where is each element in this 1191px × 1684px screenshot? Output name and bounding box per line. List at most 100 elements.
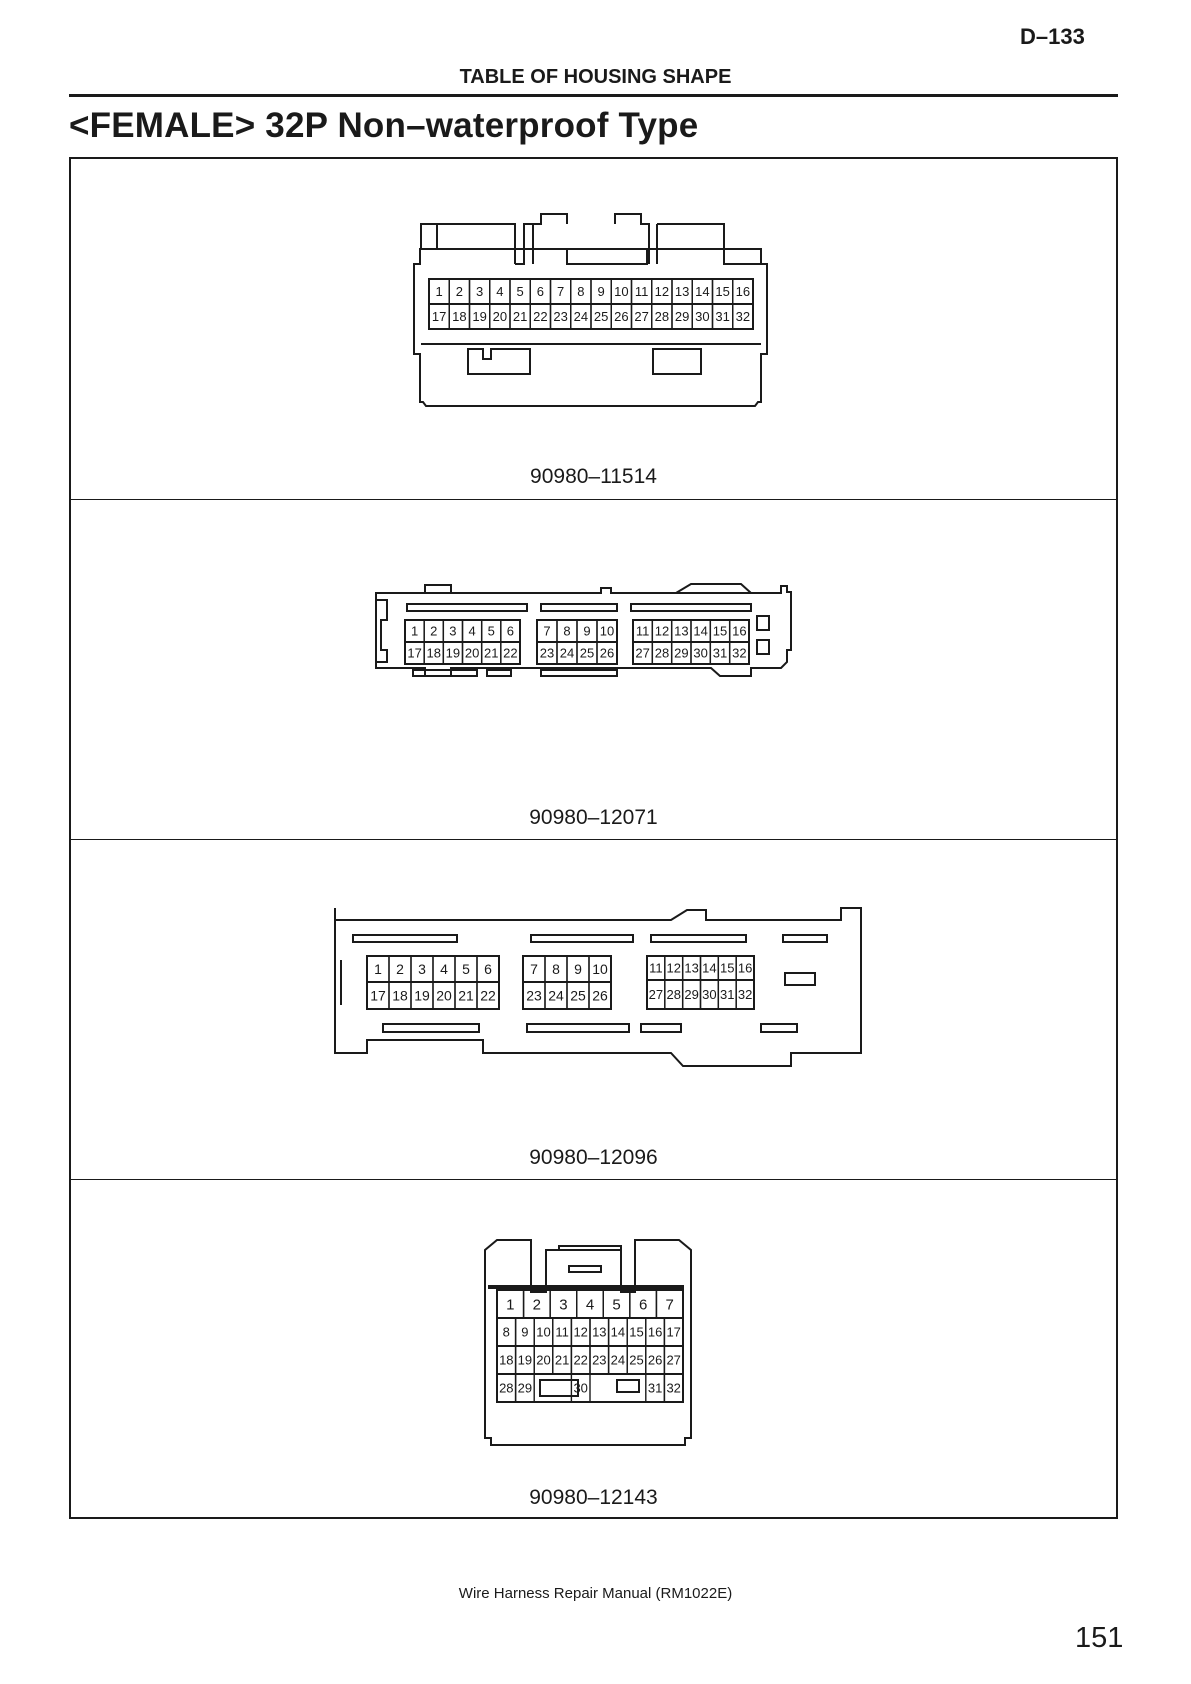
pin-number: 32 (738, 987, 752, 1002)
pin-number: 26 (600, 646, 614, 661)
pin-number: 16 (736, 284, 750, 299)
pin-number: 21 (458, 988, 474, 1004)
pin-cell (476, 981, 500, 1010)
pin-number: 3 (476, 284, 483, 299)
pin-number: 15 (715, 284, 729, 299)
page-title: <FEMALE> 32P Non–waterproof Type (69, 106, 699, 145)
pin-number: 22 (573, 1353, 587, 1368)
pin-number: 22 (533, 309, 547, 324)
pin-cell (596, 641, 618, 665)
pin-number: 4 (586, 1296, 594, 1313)
pin-number: 25 (594, 309, 608, 324)
pin-number: 23 (553, 309, 567, 324)
pin-cell (732, 303, 754, 330)
pin-number: 4 (440, 961, 448, 977)
pin-cell (728, 641, 750, 665)
pin-number: 30 (695, 309, 709, 324)
pin-number: 14 (695, 284, 709, 299)
pin-number: 26 (614, 309, 628, 324)
pin-number: 15 (720, 961, 734, 976)
pin-number: 4 (496, 284, 503, 299)
pin-number: 28 (667, 987, 681, 1002)
pin-number: 31 (713, 646, 727, 661)
part-number: 90980–11514 (530, 465, 657, 488)
pin-number: 17 (432, 309, 446, 324)
pin-number: 32 (736, 309, 750, 324)
pin-number: 32 (732, 646, 746, 661)
pin-number: 25 (629, 1353, 643, 1368)
pin-number: 14 (702, 961, 716, 976)
pin-number: 22 (503, 646, 517, 661)
page-code: D–133 (1020, 24, 1085, 49)
pin-number: 24 (560, 646, 574, 661)
pin-number: 17 (370, 988, 386, 1004)
pin-number: 25 (580, 646, 594, 661)
pin-number: 5 (462, 961, 470, 977)
pin-number: 16 (732, 624, 746, 639)
pin-number: 21 (513, 309, 527, 324)
pin-number: 13 (675, 284, 689, 299)
pin-number: 7 (530, 961, 538, 977)
pin-number: 10 (592, 961, 608, 977)
pin-number: 20 (465, 646, 479, 661)
pin-number: 14 (611, 1325, 625, 1340)
pin-number: 14 (693, 624, 707, 639)
pin-number: 6 (484, 961, 492, 977)
pin-number: 19 (446, 646, 460, 661)
pin-number: 5 (517, 284, 524, 299)
pin-number: 6 (507, 624, 514, 639)
pin-number: 4 (468, 624, 475, 639)
pin-number: 24 (574, 309, 588, 324)
pin-number: 2 (430, 624, 437, 639)
pin-number: 12 (667, 961, 681, 976)
pin-number: 29 (684, 987, 698, 1002)
pin-number: 11 (636, 624, 650, 639)
pin-number: 3 (449, 624, 456, 639)
pin-number: 16 (738, 961, 752, 976)
pin-number: 6 (537, 284, 544, 299)
pin-number: 12 (655, 624, 669, 639)
pin-number: 7 (557, 284, 564, 299)
pin-number: 15 (629, 1325, 643, 1340)
pin-number: 32 (666, 1381, 680, 1396)
pin-number: 2 (456, 284, 463, 299)
pin-number: 29 (674, 646, 688, 661)
pin-number: 3 (418, 961, 426, 977)
pin-number: 8 (577, 284, 584, 299)
pin-number: 7 (666, 1296, 674, 1313)
pin-number: 28 (499, 1381, 513, 1396)
pin-number: 5 (612, 1296, 620, 1313)
pin-cell (500, 641, 521, 665)
pin-number: 10 (536, 1325, 550, 1340)
pin-number: 9 (598, 284, 605, 299)
pin-number: 11 (649, 961, 663, 976)
pin-cell (514, 1373, 535, 1403)
pin-number: 13 (684, 961, 698, 976)
pin-number: 30 (693, 646, 707, 661)
pin-number: 31 (720, 987, 734, 1002)
pin-number: 31 (715, 309, 729, 324)
pin-number: 6 (639, 1296, 647, 1313)
pin-number: 23 (540, 646, 554, 661)
pin-number: 2 (396, 961, 404, 977)
pin-number: 9 (574, 961, 582, 977)
pin-number: 29 (675, 309, 689, 324)
pin-number: 27 (649, 987, 663, 1002)
pin-number: 21 (484, 646, 498, 661)
pin-number: 27 (666, 1353, 680, 1368)
pin-number: 18 (499, 1353, 513, 1368)
pin-number: 29 (518, 1381, 532, 1396)
pin-number: 24 (611, 1353, 625, 1368)
pin-number: 17 (666, 1325, 680, 1340)
part-number: 90980–12071 (529, 806, 658, 829)
pin-number: 27 (634, 309, 648, 324)
pin-number: 10 (600, 624, 614, 639)
pin-number: 30 (702, 987, 716, 1002)
pin-number: 18 (392, 988, 408, 1004)
pin-number: 9 (583, 624, 590, 639)
pin-number: 28 (655, 309, 669, 324)
